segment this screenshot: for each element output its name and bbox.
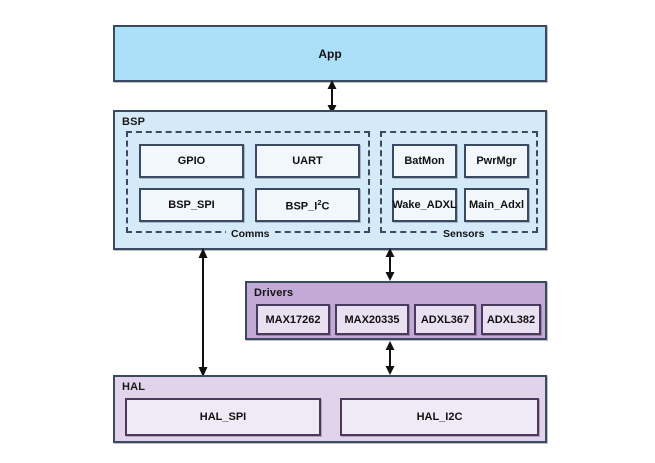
bsp-layer-label: BSP — [122, 116, 146, 128]
bsp-cell-bsp-i2c-label-suffix: C — [321, 200, 330, 213]
hal-cell-hal-i2c-label: HAL_I2C — [416, 411, 463, 423]
bsp-cell-batmon-label: BatMon — [404, 155, 445, 167]
driver-cell-max20335[interactable]: MAX20335 — [335, 304, 409, 335]
hal-cell-hal-i2c[interactable]: HAL_I2C — [340, 398, 539, 436]
bsp-cell-pwrmgr-label: PwrMgr — [476, 155, 517, 167]
bsp-group-sensors: BatMon PwrMgr Wake_ADXL Main_Adxl Sensor… — [380, 131, 538, 240]
driver-cell-max17262-label: MAX17262 — [265, 313, 321, 326]
bsp-cell-uart-label: UART — [292, 155, 323, 167]
bsp-layer-box[interactable]: BSP GPIO UART BSP_SPI BSP_I2C Comms BatM… — [113, 110, 547, 250]
bsp-cell-bsp-spi-label: BSP_SPI — [168, 199, 215, 211]
bsp-cell-bsp-i2c-label-base: BSP_I — [285, 200, 318, 213]
bsp-group-comms: GPIO UART BSP_SPI BSP_I2C Comms — [126, 131, 370, 240]
drivers-layer-box[interactable]: Drivers MAX17262 MAX20335 ADXL367 ADXL38… — [245, 281, 547, 340]
hal-layer-label: HAL — [122, 381, 146, 393]
bsp-cell-pwrmgr[interactable]: PwrMgr — [464, 144, 529, 178]
driver-cell-adxl382[interactable]: ADXL382 — [481, 304, 541, 335]
hal-layer-box[interactable]: HAL HAL_SPI HAL_I2C — [113, 375, 547, 443]
bsp-cell-uart[interactable]: UART — [255, 144, 360, 178]
bsp-cell-bsp-i2c-label: BSP_I2C — [286, 198, 330, 213]
bsp-group-sensors-label: Sensors — [438, 228, 490, 240]
bsp-cell-wake-adxl[interactable]: Wake_ADXL — [392, 188, 457, 222]
bsp-cell-gpio-label: GPIO — [177, 155, 206, 167]
bsp-cell-main-adxl[interactable]: Main_Adxl — [464, 188, 529, 222]
app-layer-label: App — [318, 46, 342, 61]
connector-app-bsp-icon — [327, 80, 337, 114]
app-layer-box[interactable]: App — [113, 25, 547, 82]
driver-cell-adxl367[interactable]: ADXL367 — [414, 304, 476, 335]
driver-cell-max20335-label: MAX20335 — [344, 313, 400, 326]
bsp-cell-main-adxl-label: Main_Adxl — [468, 199, 524, 211]
connector-bsp-drivers-icon — [385, 248, 395, 281]
connector-drivers-hal-icon — [385, 341, 395, 375]
driver-cell-adxl367-label: ADXL367 — [420, 313, 470, 326]
driver-cell-adxl382-label: ADXL382 — [486, 313, 536, 326]
connector-bsp-hal-icon — [198, 248, 208, 377]
bsp-cell-bsp-i2c-label-sup: 2 — [317, 197, 322, 207]
driver-cell-max17262[interactable]: MAX17262 — [256, 304, 330, 335]
bsp-cell-batmon[interactable]: BatMon — [392, 144, 457, 178]
hal-cell-hal-spi[interactable]: HAL_SPI — [125, 398, 321, 436]
bsp-cell-gpio[interactable]: GPIO — [139, 144, 244, 178]
bsp-cell-wake-adxl-label: Wake_ADXL — [392, 199, 457, 211]
hal-cell-hal-spi-label: HAL_SPI — [199, 411, 247, 423]
bsp-cell-bsp-spi[interactable]: BSP_SPI — [139, 188, 244, 222]
bsp-group-comms-label: Comms — [226, 228, 275, 240]
drivers-layer-label: Drivers — [254, 287, 294, 299]
bsp-cell-bsp-i2c[interactable]: BSP_I2C — [255, 188, 360, 222]
